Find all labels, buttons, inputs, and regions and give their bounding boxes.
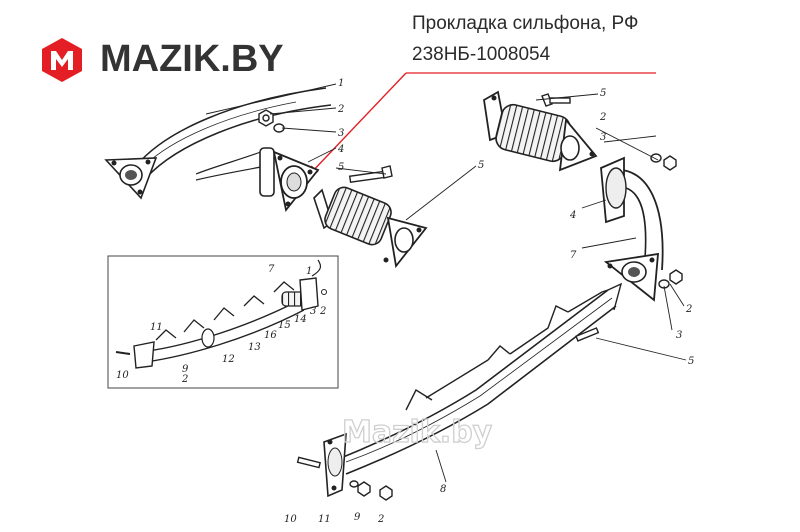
brand-name[interactable]: MAZIK.BY <box>100 38 284 80</box>
callout-4: 4 <box>569 210 576 221</box>
callout-5: 5 <box>600 88 606 99</box>
callout-5: 5 <box>478 160 484 171</box>
callout-5: 5 <box>688 356 694 367</box>
leader-lines <box>205 83 687 483</box>
inset-callout-16: 16 <box>264 330 277 341</box>
flange-manifold-front <box>323 432 347 498</box>
inset-callout-15: 15 <box>278 320 291 331</box>
inset-callout-12: 12 <box>222 354 235 365</box>
inset-detail <box>107 255 339 389</box>
elbow-pipe-7 <box>600 156 664 302</box>
callout-2: 2 <box>337 104 344 115</box>
part-number: 238НБ-1008054 <box>412 44 551 65</box>
m-hexagon-logo-icon <box>42 38 82 82</box>
callout-3: 3 <box>676 330 682 341</box>
bellows-right <box>483 90 598 172</box>
callout-3: 3 <box>338 128 344 139</box>
exhaust-assembly-drawing: Mazik.by 1 2 3 4 5 5 5 <box>104 72 694 525</box>
flange-right-pipe1 <box>259 147 320 213</box>
callout-2: 2 <box>599 112 606 123</box>
inset-callout-3: 3 <box>310 306 316 317</box>
bolt-5-top-right <box>541 93 571 107</box>
stud-nuts-bottom <box>296 327 600 501</box>
callout-5: 5 <box>338 162 344 173</box>
callout-4: 4 <box>337 144 344 155</box>
callout-2: 2 <box>377 514 384 525</box>
inset-callout-2: 2 <box>319 306 326 317</box>
callout-1: 1 <box>338 78 344 89</box>
inset-callout-10: 10 <box>116 370 129 381</box>
bellows-left <box>313 186 428 269</box>
callout-labels: 1 2 3 4 5 5 5 2 3 4 7 2 3 5 7 1 3 2 14 1… <box>116 78 694 525</box>
inset-callout-14: 14 <box>294 314 307 325</box>
nut-washer-right <box>650 153 683 289</box>
inset-callout-13: 13 <box>248 342 261 353</box>
bolt-nut-top-left <box>258 109 285 133</box>
callout-11: 11 <box>318 514 331 525</box>
watermark: Mazik.by <box>342 415 493 450</box>
inset-callout-11: 11 <box>150 322 163 333</box>
callout-8: 8 <box>440 484 446 495</box>
bolt-5-left <box>348 165 393 183</box>
part-pointer <box>308 72 656 176</box>
inset-callout-2: 2 <box>181 374 188 385</box>
inset-callout-7: 7 <box>268 264 275 275</box>
exhaust-manifold-8 <box>335 282 623 475</box>
header: MAZIK.BY Прокладка сильфона, РФ 238НБ-10… <box>0 0 800 82</box>
callout-10: 10 <box>284 514 297 525</box>
part-title: Прокладка сильфона, РФ <box>412 13 639 34</box>
callout-2: 2 <box>685 304 692 315</box>
inset-callout-1: 1 <box>306 266 312 277</box>
callout-7: 7 <box>570 250 577 261</box>
callout-9: 9 <box>354 512 361 523</box>
flange-left <box>104 157 158 200</box>
callout-3: 3 <box>600 132 606 143</box>
inset-callout-9: 9 <box>182 364 189 375</box>
